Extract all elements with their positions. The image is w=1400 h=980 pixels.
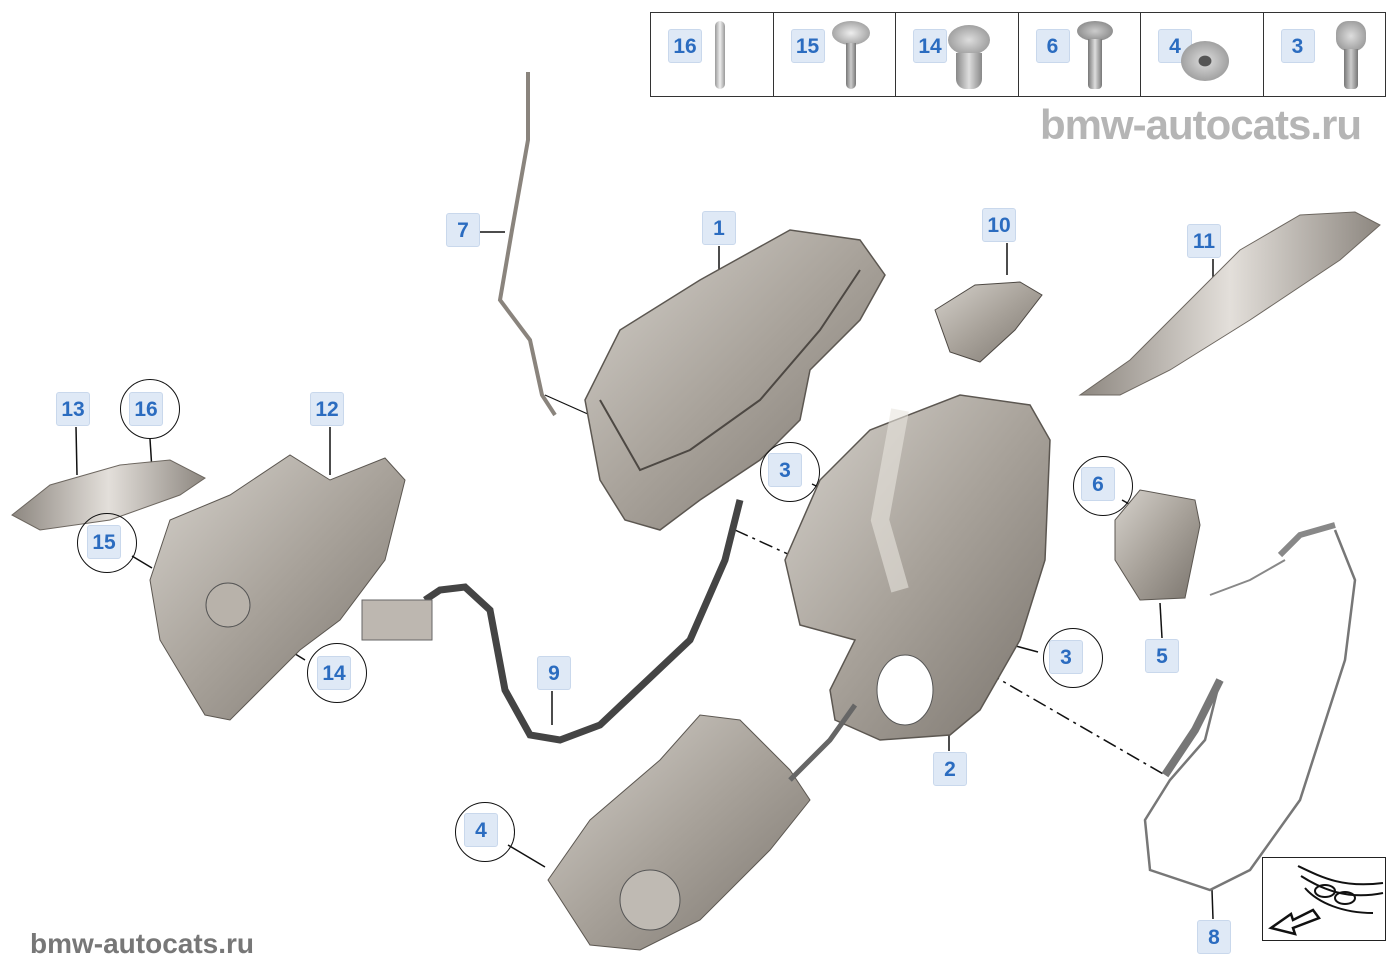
striker-part-5 bbox=[1114, 489, 1201, 601]
callout-8[interactable]: 8 bbox=[1197, 920, 1231, 954]
callout-1[interactable]: 1 bbox=[702, 211, 736, 245]
hardware-cell-flange-nut: 4 bbox=[1141, 13, 1264, 96]
callout-15[interactable]: 15 bbox=[87, 525, 121, 559]
callout-7[interactable]: 7 bbox=[446, 213, 480, 247]
callout-3-lower[interactable]: 3 bbox=[1049, 640, 1083, 674]
rod-part-7 bbox=[497, 72, 557, 417]
callout-label[interactable]: 14 bbox=[913, 29, 947, 63]
car-front-arrow-icon bbox=[1268, 865, 1384, 936]
orientation-inset bbox=[1262, 857, 1386, 941]
lock-drive-part-4 bbox=[547, 714, 811, 951]
torx-bolt-icon bbox=[1335, 21, 1366, 51]
callout-3-upper[interactable]: 3 bbox=[768, 453, 802, 487]
callout-ring bbox=[1043, 628, 1103, 688]
hardware-cell-torx-bolt: 3 bbox=[1264, 13, 1386, 96]
handle-cover-part-13 bbox=[11, 459, 206, 531]
screw-icon bbox=[831, 21, 870, 45]
callout-label[interactable]: 15 bbox=[790, 29, 825, 63]
cover-cap-part-10 bbox=[934, 281, 1043, 363]
callout-ring bbox=[77, 513, 137, 573]
hardware-cell-countersunk-screw: 6 bbox=[1019, 13, 1141, 96]
callout-ring bbox=[307, 643, 367, 703]
callout-10[interactable]: 10 bbox=[982, 208, 1016, 242]
flange-nut-icon bbox=[1181, 41, 1229, 81]
hardware-strip: 16 15 14 6 4 3 bbox=[650, 12, 1386, 97]
bowden-cable-part-9 bbox=[423, 499, 744, 744]
callout-label[interactable]: 16 bbox=[668, 29, 702, 63]
hardware-cell-expanding-nut: 14 bbox=[896, 13, 1019, 96]
pin-icon bbox=[715, 21, 725, 89]
callout-ring bbox=[1073, 456, 1133, 516]
callout-5[interactable]: 5 bbox=[1145, 639, 1179, 673]
callout-label[interactable]: 3 bbox=[1280, 29, 1315, 63]
countersunk-screw-icon bbox=[1076, 21, 1113, 41]
release-cable-part-8 bbox=[1143, 529, 1357, 892]
callout-ring bbox=[455, 802, 515, 862]
callout-ring bbox=[760, 442, 820, 502]
expanding-nut-icon bbox=[948, 25, 990, 55]
callout-label[interactable]: 6 bbox=[1035, 29, 1070, 63]
door-lock-part-2 bbox=[784, 394, 1051, 741]
callout-9[interactable]: 9 bbox=[537, 656, 571, 690]
bracket-part-12 bbox=[149, 454, 406, 721]
callout-label[interactable]: 4 bbox=[1158, 29, 1192, 63]
callout-4[interactable]: 4 bbox=[464, 813, 498, 847]
callout-ring bbox=[120, 379, 180, 439]
callout-12[interactable]: 12 bbox=[310, 392, 344, 426]
hardware-cell-screw: 15 bbox=[774, 13, 896, 96]
hardware-cell-pin: 16 bbox=[651, 13, 774, 96]
callout-2[interactable]: 2 bbox=[933, 752, 967, 786]
door-handle-part-11 bbox=[1078, 211, 1381, 396]
handle-carrier-part-1 bbox=[584, 229, 886, 531]
callout-16[interactable]: 16 bbox=[129, 392, 163, 426]
callout-11[interactable]: 11 bbox=[1187, 224, 1221, 258]
callout-14[interactable]: 14 bbox=[317, 656, 351, 690]
callout-13[interactable]: 13 bbox=[56, 392, 90, 426]
callout-6[interactable]: 6 bbox=[1081, 467, 1115, 501]
watermark-bottom: bmw-autocats.ru bbox=[30, 928, 255, 959]
watermark-top: bmw-autocats.ru bbox=[1040, 101, 1362, 148]
